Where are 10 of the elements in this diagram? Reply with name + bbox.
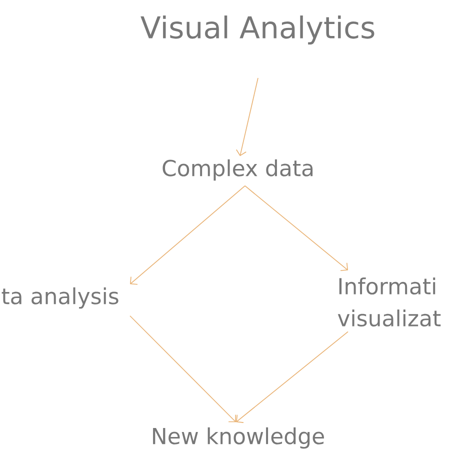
node-text: Informati visualizat	[338, 277, 441, 327]
arrow	[130, 315, 236, 422]
node-text: Complex data	[162, 159, 313, 181]
node-text: ta analysis	[2, 287, 118, 309]
arrow	[236, 78, 258, 156]
arrow	[236, 331, 348, 423]
arrow	[244, 185, 348, 272]
node-text: New knowledge	[153, 427, 324, 449]
arrow	[130, 185, 246, 285]
title: Visual Analytics	[140, 16, 374, 45]
